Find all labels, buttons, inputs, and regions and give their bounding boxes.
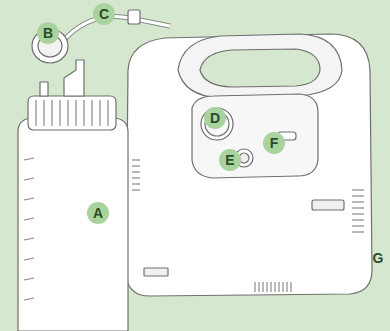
side-vents xyxy=(132,160,364,232)
tube-connector xyxy=(128,10,140,24)
tube xyxy=(62,16,170,42)
handle xyxy=(178,34,342,98)
device-body xyxy=(126,34,372,296)
filter-stem xyxy=(64,60,84,96)
callout-letter: B xyxy=(37,22,59,44)
bottle-cap xyxy=(28,96,116,130)
handle-opening xyxy=(200,49,320,87)
callout-letter: F xyxy=(263,132,285,154)
cap-ribs xyxy=(36,100,108,126)
callout-letter: E xyxy=(219,149,241,171)
callout-letter: C xyxy=(93,3,115,25)
tube-outer xyxy=(62,16,170,42)
bottle-scale xyxy=(24,158,34,300)
bottom-vent xyxy=(255,282,291,292)
callout-discs xyxy=(37,3,285,224)
brand-plate xyxy=(312,200,344,210)
callout-letter: D xyxy=(204,107,226,129)
vacuum-gauge xyxy=(201,108,233,140)
callout-letter: G xyxy=(367,247,389,269)
collection-bottle xyxy=(18,118,128,331)
inlet-port xyxy=(40,82,48,96)
control-panel xyxy=(192,94,318,178)
label-plate xyxy=(144,268,168,276)
callout-letter: A xyxy=(87,202,109,224)
